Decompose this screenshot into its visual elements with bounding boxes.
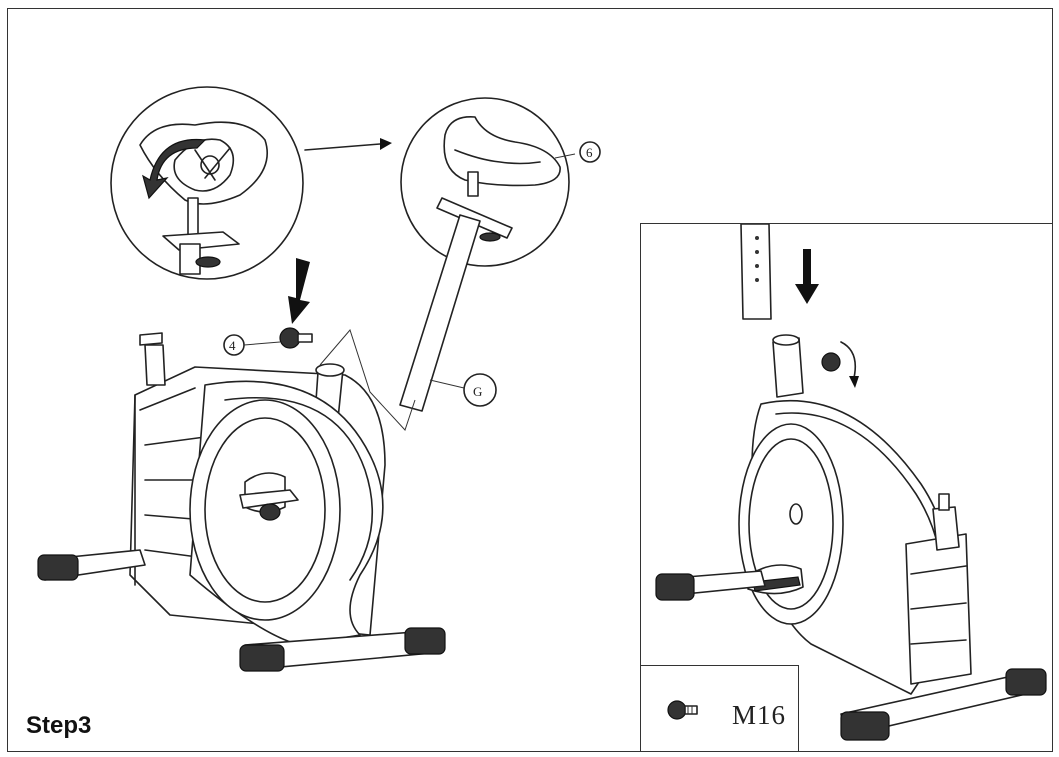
detail-circle-seat-underside [110, 86, 304, 280]
svg-text:4: 4 [229, 338, 236, 353]
bike-frame-main [37, 332, 446, 672]
detail-inset-panel [640, 223, 1053, 752]
hardware-legend-box [640, 665, 799, 752]
transition-arrow [304, 138, 392, 151]
break-line [319, 328, 416, 431]
seat-post-g: G [399, 197, 513, 412]
knob-bolt-icon [667, 700, 698, 720]
part-g-label: G [473, 384, 482, 399]
inset-illustration [655, 224, 1047, 741]
svg-text:6: 6 [586, 145, 593, 160]
detail-circle-seat-mounted: 6 [400, 97, 601, 267]
hardware-label: M16 [732, 700, 787, 730]
knob-bolt-main: 4 [223, 327, 313, 356]
step-title: Step3 [26, 712, 92, 739]
insert-arrow [288, 258, 310, 324]
